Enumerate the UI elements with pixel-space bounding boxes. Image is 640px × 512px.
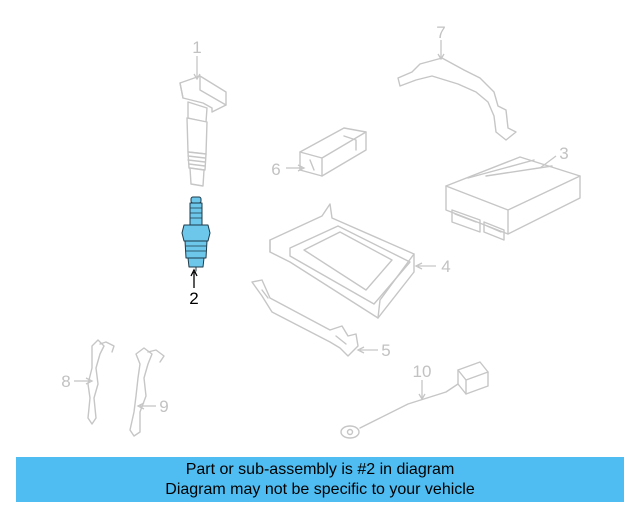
callout-8: 8 bbox=[61, 372, 70, 391]
callout-3: 3 bbox=[559, 144, 568, 163]
callout-5: 5 bbox=[381, 341, 390, 360]
callout-7: 7 bbox=[436, 23, 445, 42]
bracket-part-4 bbox=[269, 203, 415, 319]
plug-wire-part-8 bbox=[87, 339, 115, 425]
callout-2: 2 bbox=[189, 289, 198, 308]
knock-sensor-part-10 bbox=[340, 361, 489, 439]
spark-plug-part-2 bbox=[181, 196, 211, 272]
control-module-part-3 bbox=[445, 156, 581, 241]
mounting-bracket-part-7 bbox=[397, 57, 517, 141]
plug-wire-part-9 bbox=[129, 347, 165, 437]
callout-10: 10 bbox=[413, 362, 432, 381]
connector-part-6 bbox=[299, 127, 367, 177]
callout-leaders bbox=[74, 40, 557, 410]
parts-diagram: 1 2 3 4 5 6 7 8 9 10 bbox=[61, 23, 581, 439]
callout-4: 4 bbox=[441, 257, 450, 276]
ignition-coil-part-1 bbox=[179, 75, 227, 187]
banner-line-disclaimer: Diagram may not be specific to your vehi… bbox=[165, 481, 475, 498]
info-banner: Part or sub-assembly is #2 in diagram Di… bbox=[16, 457, 624, 502]
callout-1: 1 bbox=[192, 38, 201, 57]
strap-bracket-part-5 bbox=[251, 279, 359, 357]
callout-9: 9 bbox=[159, 397, 168, 416]
callout-6: 6 bbox=[271, 160, 280, 179]
banner-line-part-number: Part or sub-assembly is #2 in diagram bbox=[185, 461, 455, 478]
